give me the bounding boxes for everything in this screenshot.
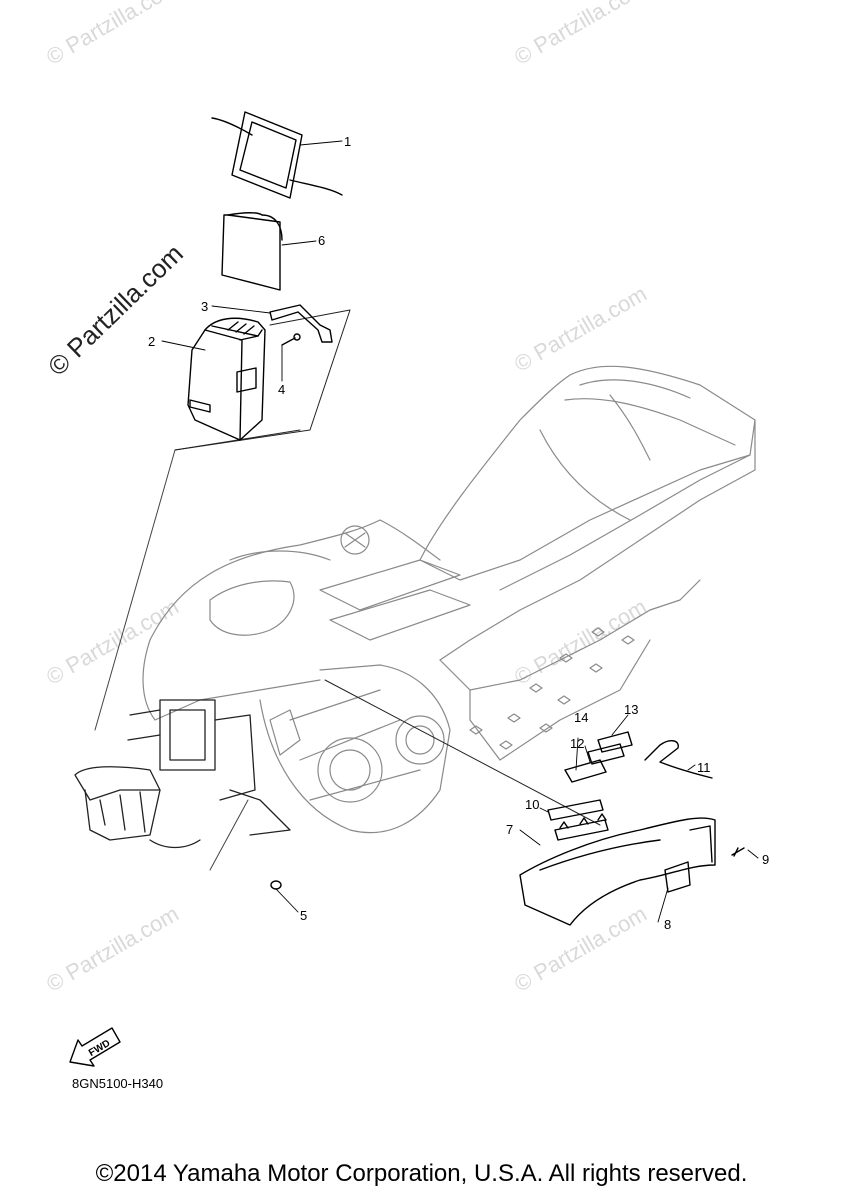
part-10-rail	[547, 799, 609, 841]
part-8-plate	[664, 861, 691, 893]
part-1-strap	[211, 111, 343, 199]
callout-9: 9	[762, 852, 770, 867]
callout-14: 14	[574, 710, 589, 725]
part-5-washer	[270, 880, 282, 890]
part-12-decal	[564, 759, 607, 783]
part-2-tool-box	[187, 317, 266, 441]
callout-12: 12	[570, 736, 585, 751]
callout-10: 10	[525, 797, 540, 812]
callout-5: 5	[300, 908, 308, 923]
callout-6: 6	[318, 233, 326, 248]
part-7-flap	[519, 817, 716, 926]
callout-7: 7	[506, 822, 514, 837]
callout-1: 1	[344, 134, 352, 149]
part-9-rivet	[731, 847, 745, 857]
part-4-screw	[281, 333, 301, 346]
part-3-bracket	[269, 304, 333, 343]
callout-2: 2	[148, 334, 156, 349]
callout-4: 4	[278, 382, 286, 397]
callout-3: 3	[201, 299, 209, 314]
part-14-decal	[587, 743, 625, 765]
callout-13: 13	[624, 702, 639, 717]
part-6-tool-bag	[221, 212, 283, 291]
inset-frame	[174, 309, 351, 451]
fwd-arrow-icon	[69, 1027, 121, 1067]
callout-8: 8	[664, 917, 672, 932]
copyright-notice: ©2014 Yamaha Motor Corporation, U.S.A. A…	[95, 1160, 748, 1187]
part-13-decal	[597, 731, 633, 753]
diagram-code: 8GN5100-H340	[72, 1076, 164, 1091]
callout-11: 11	[697, 760, 711, 775]
snowmobile-body	[74, 365, 756, 871]
part-11-strap	[644, 740, 713, 779]
leader-lines	[161, 140, 759, 923]
